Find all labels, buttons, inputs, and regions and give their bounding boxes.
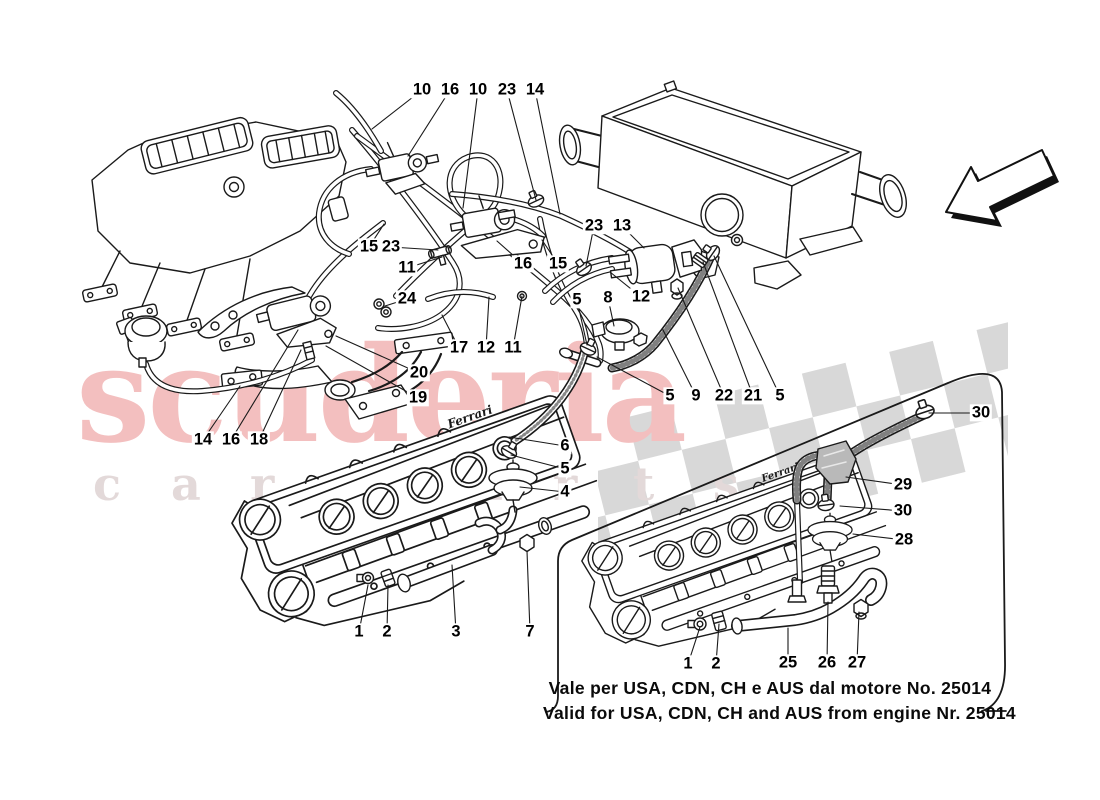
callout-10: 10: [410, 80, 434, 99]
leader-line: [713, 255, 781, 397]
leader-line: [258, 349, 302, 441]
solenoid-valve-left-cluster: [255, 295, 337, 361]
air-bypass-valve-left: [116, 315, 168, 368]
leader-line: [702, 261, 754, 397]
callout-7: 7: [523, 622, 537, 641]
callout-17: 17: [447, 338, 471, 357]
fitting-1-main: [356, 571, 375, 585]
callout-4: 4: [558, 482, 572, 501]
callout-16: 16: [511, 254, 535, 273]
callout-2: 2: [709, 654, 723, 673]
leader-line: [526, 550, 531, 633]
callout-5: 5: [570, 290, 584, 309]
callout-14: 14: [191, 430, 215, 449]
callout-5: 5: [558, 459, 572, 478]
callout-11: 11: [502, 338, 524, 357]
callout-25: 25: [776, 653, 800, 672]
leader-line: [677, 287, 725, 397]
leader-line: [508, 436, 566, 447]
watermark-letter: t: [633, 457, 655, 511]
leader-line: [596, 356, 671, 397]
leader-line: [451, 564, 457, 633]
callout-9: 9: [689, 386, 703, 405]
callout-30: 30: [969, 403, 993, 422]
fitting-2-main: [380, 568, 396, 588]
callout-23: 23: [582, 216, 606, 235]
leader-line: [462, 89, 479, 209]
leader-line: [230, 329, 299, 441]
callout-20: 20: [407, 363, 431, 382]
callout-1: 1: [681, 654, 695, 673]
leader-line: [506, 89, 537, 201]
rail-end-cap: [537, 517, 553, 535]
leader-line: [202, 385, 241, 441]
inset-panel-border: [545, 373, 1007, 713]
grommets-24: [373, 298, 392, 318]
callout-15: 15: [357, 237, 381, 256]
callout-5: 5: [773, 386, 787, 405]
callout-16: 16: [438, 80, 462, 99]
callout-12: 12: [474, 338, 498, 357]
nut-7: [519, 533, 535, 553]
note-english: Valid for USA, CDN, CH and AUS from engi…: [543, 703, 1016, 723]
leader-line: [512, 295, 523, 349]
callout-1: 1: [352, 622, 366, 641]
callout-22: 22: [712, 386, 736, 405]
callout-29: 29: [891, 475, 915, 494]
callout-30: 30: [891, 501, 915, 520]
watermark-letter: a: [171, 457, 201, 511]
intake-manifold: [81, 116, 349, 352]
leader-line: [826, 601, 829, 664]
callout-2: 2: [380, 622, 394, 641]
callout-28: 28: [892, 530, 916, 549]
fitting-25b: [787, 579, 807, 603]
union-26: [816, 565, 840, 604]
callout-14: 14: [523, 80, 547, 99]
leader-line: [534, 89, 561, 215]
nut-27: [853, 598, 869, 620]
callout-16: 16: [219, 430, 243, 449]
exhaust-manifold: [197, 286, 455, 420]
callout-27: 27: [845, 653, 869, 672]
solenoid-valve-top: [364, 141, 440, 195]
leader-line: [407, 89, 451, 157]
direction-arrow-icon: [945, 149, 1059, 227]
tee-fitting-11: [427, 245, 453, 266]
callout-23: 23: [495, 80, 519, 99]
callout-15: 15: [546, 254, 570, 273]
leader-line: [325, 345, 419, 399]
callout-6: 6: [558, 436, 572, 455]
callout-19: 19: [406, 388, 430, 407]
callout-26: 26: [815, 653, 839, 672]
leader-line: [519, 486, 566, 493]
check-valve-8: [591, 318, 648, 351]
leader-line: [335, 335, 420, 374]
callout-23: 23: [379, 237, 403, 256]
callout-21: 21: [741, 386, 765, 405]
note-italian: Vale per USA, CDN, CH e AUS dal motore N…: [548, 678, 992, 698]
solenoid-valve-center: [449, 195, 545, 259]
air-hoses-and-pipes: [397, 254, 924, 635]
y-hose-junction: [815, 440, 857, 485]
callout-10: 10: [466, 80, 490, 99]
callout-3: 3: [449, 622, 463, 641]
air-cleaner-box: [558, 80, 907, 290]
leader-line: [662, 329, 697, 397]
fitting-2-inset: [711, 610, 727, 632]
callout-12: 12: [629, 287, 653, 306]
air-valve-13: [607, 239, 703, 294]
callout-24: 24: [395, 289, 419, 308]
callout-5: 5: [663, 386, 677, 405]
callout-11: 11: [396, 258, 418, 277]
callout-18: 18: [247, 430, 271, 449]
callout-8: 8: [601, 288, 615, 307]
watermark-letter: c: [93, 457, 121, 511]
leader-line: [510, 454, 566, 470]
callout-13: 13: [610, 216, 634, 235]
